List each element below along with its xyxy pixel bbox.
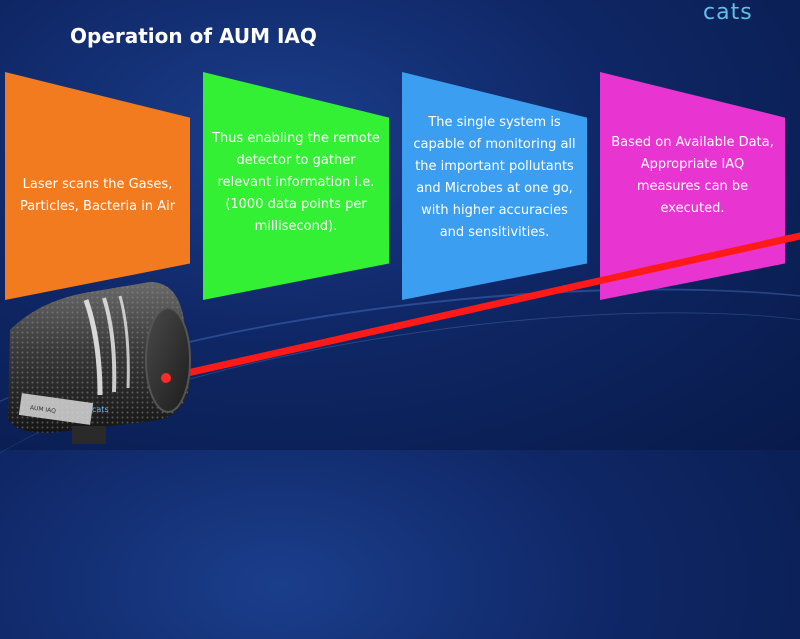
cats-logo-text: cats [703, 0, 753, 25]
step-panel-text: Thus enabling the remote detector to gat… [212, 131, 380, 234]
device-logo: cats [92, 405, 109, 414]
sensor-device: AUM IAQ cats [8, 282, 191, 444]
laser-beam [161, 232, 800, 382]
cats-logo: cats [703, 0, 753, 25]
step-panel-laser-scan: Laser scans the Gases, Particles, Bacter… [5, 72, 190, 300]
slide-title: Operation of AUM IAQ [70, 24, 317, 48]
step-panel-text: Laser scans the Gases, Particles, Bacter… [19, 177, 176, 214]
laser-aperture [161, 373, 171, 383]
step-panel-text: The single system is capable of monitori… [413, 115, 576, 240]
step-panel-remote-detector: Thus enabling the remote detector to gat… [203, 72, 389, 300]
laser-device-illustration: AUM IAQ cats [8, 232, 800, 444]
step-panel-text: Based on Available Data, Appropriate IAQ… [611, 135, 774, 216]
step-panel-single-system: The single system is capable of monitori… [402, 72, 587, 300]
device-label: AUM IAQ [29, 404, 56, 415]
